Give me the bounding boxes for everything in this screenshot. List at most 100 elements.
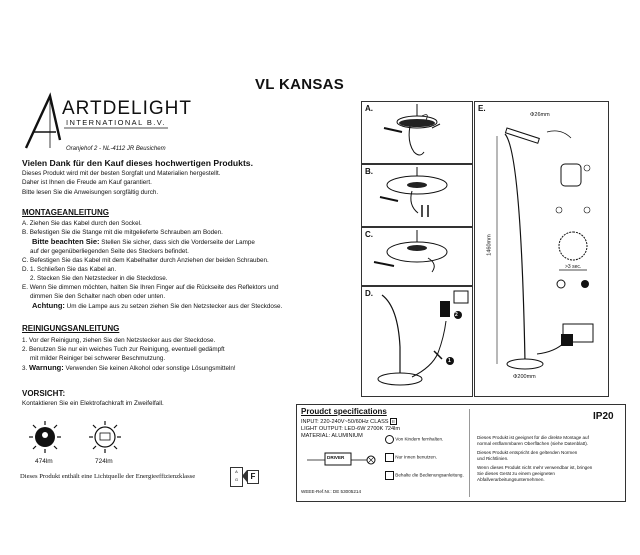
ip-rating: IP20: [593, 411, 614, 422]
warn-text: Um die Lampe aus zu setzen ziehen Sie de…: [66, 303, 283, 310]
compliance-block: Dieses Produkt ist geeignet für die dire…: [477, 435, 623, 483]
kids-item: Von Kindern fernhalten.: [385, 435, 465, 444]
flammable-line-2: normal entflammbaren Oberflächen (siehe …: [477, 441, 589, 446]
page-title: VL KANSAS: [255, 76, 345, 93]
step-d-diagram: [377, 290, 469, 386]
artdelight-logo: ARTDELIGHT INTERNATIONAL B.V.: [24, 92, 192, 149]
bin-line-3: Abfallverarbeitungsunternehmen.: [477, 477, 545, 482]
brand-sub: INTERNATIONAL B.V.: [66, 118, 166, 127]
thanks-heading: Vielen Dank für den Kauf dieses hochwert…: [22, 158, 253, 168]
caution-text: Kontaktieren Sie ein Elektrofachkraft im…: [22, 400, 164, 407]
dim-top: Φ26mm: [530, 112, 550, 118]
kids-icon: [385, 435, 394, 444]
indoor-text: Nur Innen benutzen.: [395, 454, 437, 460]
note-block: Bitte beachten Sie: Stellen Sie sicher, …: [22, 237, 282, 247]
intro-line: Daher ist Ihnen die Freude am Kauf garan…: [22, 179, 152, 187]
house-icon: [385, 453, 394, 462]
bulb-474-icon: [29, 421, 61, 453]
panel-d: D. 2 1: [361, 286, 473, 397]
kids-text: Von Kindern fernhalten.: [395, 436, 444, 442]
safety-icons: Von Kindern fernhalten. Nur Innen benutz…: [385, 435, 465, 480]
montage-text: A. Ziehen Sie das Kabel durch den Sockel…: [22, 219, 282, 311]
warn-block: Achtung: Um die Lampe aus zu setzen zieh…: [22, 301, 282, 311]
step-2-num: 2: [455, 312, 458, 318]
step-a-diagram: [383, 104, 441, 156]
panel-c-label: C.: [365, 230, 373, 239]
weee-ref: WEEE-Ref.Nr.: DE 53005214: [301, 489, 362, 494]
spec-input-text: INPUT: 220-240V~50/60Hz CLASS: [301, 419, 389, 425]
panel-a: A.: [361, 101, 473, 164]
panel-c: C.: [361, 227, 473, 286]
energy-scale-bottom: G: [234, 477, 239, 482]
press-duration: >3 sec.: [565, 264, 582, 270]
ce-line-2: und Richtlinien.: [477, 456, 509, 461]
manual-item: Behalte die Bedienungsanleitung.: [385, 471, 465, 480]
energy-text: Dieses Produkt enthält eine Lichtquelle …: [20, 473, 196, 480]
warn-bold: Achtung:: [32, 301, 65, 310]
energy-arrow: [242, 470, 247, 482]
step-a: A. Ziehen Sie das Kabel durch den Sockel…: [22, 220, 142, 227]
flammable-text: Dieses Produkt ist geeignet für die dire…: [477, 435, 623, 447]
lumen-1: 474lm: [35, 458, 53, 465]
company-address: Oranjehof 2 - NL-4112 JR Beusichem: [66, 146, 166, 152]
panel-e: E. Φ26mm 1460mm Φ200mm >3 sec.: [474, 101, 609, 397]
step-1-num: 1: [448, 358, 451, 364]
specs-title: Proudct specifications: [301, 407, 387, 416]
intro-line: Bitte lesen Sie die Anweisungen sorgfält…: [22, 188, 159, 196]
divider: [469, 409, 470, 497]
intro-line: Dieses Produkt wird mit der besten Sorgf…: [22, 170, 221, 177]
panel-b: B.: [361, 164, 473, 227]
energy-scale-top: A: [235, 469, 238, 474]
cleaning-text: 1. Vor der Reinigung, ziehen Sie den Net…: [22, 336, 236, 373]
panel-b-label: B.: [365, 167, 373, 176]
spec-light: LIGHT OUTPUT: LED-6W 2700K 724lm: [301, 426, 401, 432]
specs-lines: INPUT: 220-240V~50/60Hz CLASS II LIGHT O…: [301, 418, 400, 440]
specs-box: Proudct specifications IP20 INPUT: 220-2…: [296, 404, 626, 502]
step-b: B. Befestigen Sie die Stange mit die mit…: [22, 229, 223, 236]
clean-3-text: Verwenden Sie keinen Alkohol oder sonsti…: [65, 365, 236, 372]
ce-text: Dieses Produkt entspricht den geltenden …: [477, 450, 623, 462]
step-e1: E. Wenn Sie dimmen möchten, halten Sie I…: [22, 284, 279, 291]
panel-a-label: A.: [365, 104, 373, 113]
montage-heading: MONTAGEANLEITUNG: [22, 208, 109, 217]
dim-height: 1460mm: [486, 234, 493, 256]
step-d2: 2. Stecken Sie den Netzstecker in die St…: [30, 275, 168, 282]
cleaning-heading: REINIGUNGSANLEITUNG: [22, 324, 120, 333]
ce-line-1: Dieses Produkt entspricht den geltenden …: [477, 450, 578, 455]
clean-3: 3. Warnung: Verwenden Sie keinen Alkohol…: [22, 363, 236, 373]
intro-text: Dieses Produkt wird mit der besten Sorgf…: [22, 169, 220, 197]
bin-line-1: Wenn dieses Produkt nicht mehr verwendba…: [477, 465, 593, 470]
step-e-diagram: [496, 127, 594, 370]
spec-input: INPUT: 220-240V~50/60Hz CLASS II: [301, 418, 400, 426]
driver-label: DRIVER: [327, 455, 345, 460]
bin-line-2: Sie dieses Gerät zu einem geeigneten: [477, 471, 555, 476]
clean-2b: mit milder Reiniger bei schwerer Beschmu…: [30, 355, 166, 362]
panel-e-label: E.: [478, 104, 486, 113]
clean-3-bold: Warnung:: [29, 363, 64, 372]
panel-d-label: D.: [365, 289, 373, 298]
step-c-diagram: [373, 230, 448, 273]
caution-heading: VORSICHT:: [22, 389, 66, 398]
note-bold: Bitte beachten Sie:: [32, 237, 100, 246]
class-ii-icon: II: [390, 418, 397, 425]
bin-text: Wenn dieses Produkt nicht mehr verwendba…: [477, 465, 623, 483]
indoor-item: Nur Innen benutzen.: [385, 453, 465, 462]
dim-base: Φ200mm: [513, 374, 536, 380]
energy-class: F: [247, 470, 259, 484]
flammable-line-1: Dieses Produkt ist geeignet für die dire…: [477, 435, 589, 440]
spec-material: MATERIAL: ALUMINIUM: [301, 433, 363, 439]
manual-text: Behalte die Bedienungsanleitung.: [395, 472, 464, 478]
clean-2: 2. Benutzen Sie nur ein weiches Tuch zur…: [22, 346, 225, 353]
bulb-724-icon: [89, 421, 121, 453]
clean-1: 1. Vor der Reinigung, ziehen Sie den Net…: [22, 337, 216, 344]
note-text-2: auf der gegenüberliegenden Seite des Ste…: [30, 248, 189, 255]
step-c: C. Befestigen Sie das Kabel mit dem Kabe…: [22, 257, 269, 264]
brand-name: ARTDELIGHT: [62, 98, 192, 119]
step-e2: dimmen Sie den Schalter nach oben oder u…: [30, 293, 166, 300]
step-b-diagram: [379, 167, 448, 217]
wiring-diagram: [307, 452, 376, 466]
step-d1: D. 1. Schließen Sie das Kabel an.: [22, 266, 117, 273]
clean-3-num: 3.: [22, 365, 28, 372]
book-icon: [385, 471, 394, 480]
lumen-2: 724lm: [95, 458, 113, 465]
